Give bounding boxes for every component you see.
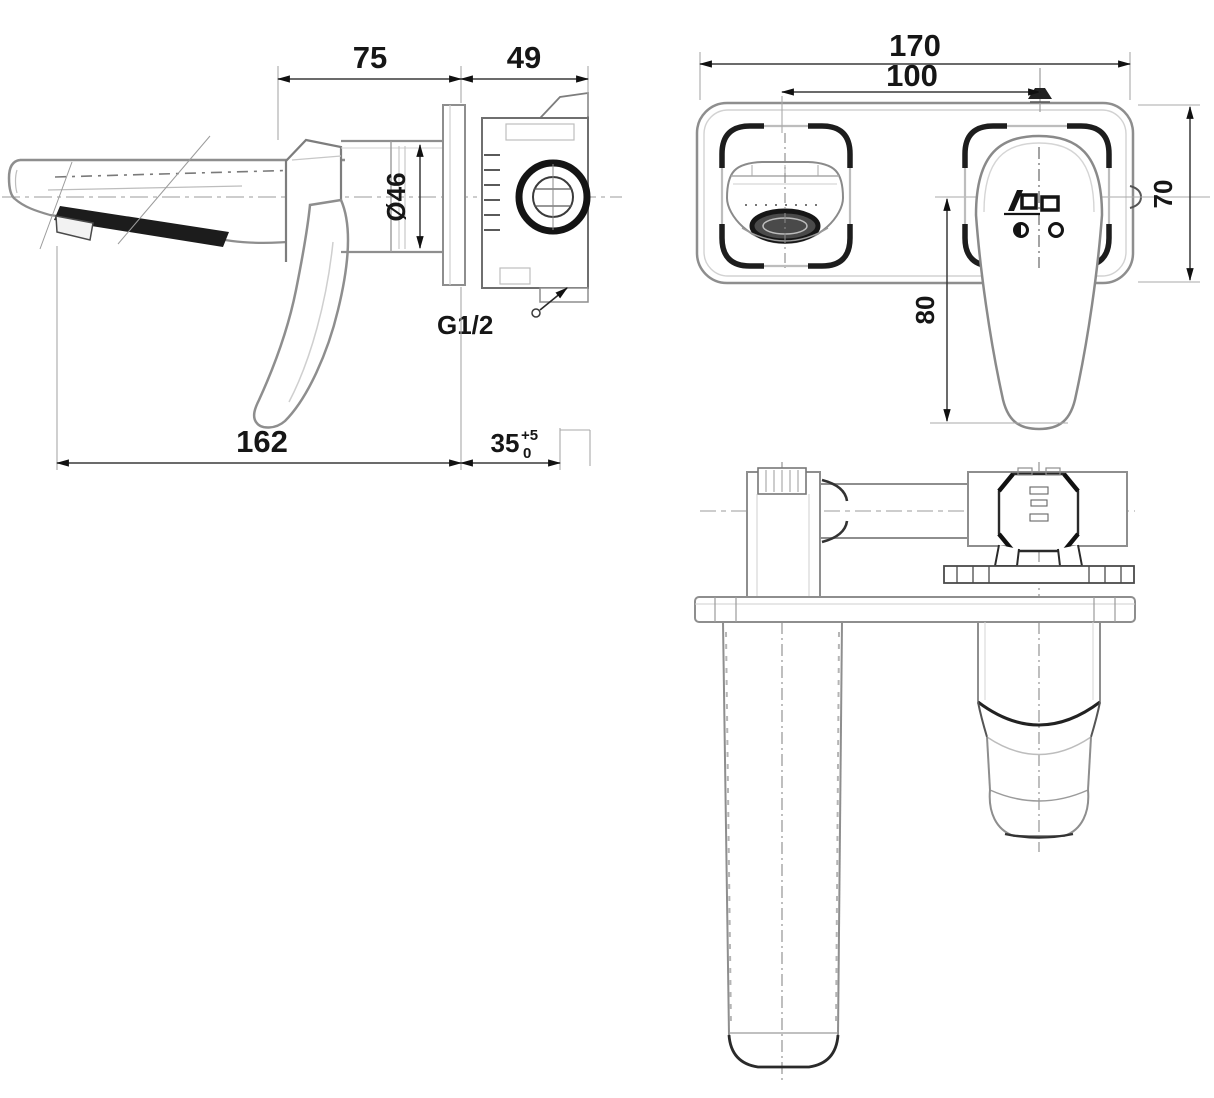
dim-trim-diameter: Ø46 xyxy=(381,143,424,250)
dim-75-label: 75 xyxy=(353,40,387,75)
dim-162-35: 162 35 +5 0 xyxy=(55,246,591,470)
dim-170-label: 170 xyxy=(889,28,941,63)
dim-trim-diameter-label: Ø46 xyxy=(381,172,411,221)
handle-front xyxy=(974,134,1104,431)
dim-80: 80 xyxy=(910,197,1068,424)
top-view xyxy=(694,462,1136,1080)
aerator-slot xyxy=(54,206,229,247)
hot-indicator-icon xyxy=(1013,222,1029,238)
brand-logo xyxy=(1004,190,1060,216)
dim-70-label: 70 xyxy=(1148,180,1178,209)
dim-75-49: 75 49 xyxy=(276,40,590,140)
wall-plate-top xyxy=(694,596,1136,623)
inwall-body-side xyxy=(481,91,591,303)
dim-35-tol-upper: +5 xyxy=(521,427,538,444)
dim-49-label: 49 xyxy=(507,40,541,75)
spout-block-top xyxy=(746,467,821,599)
thread-label: G1/2 xyxy=(437,310,493,340)
dim-35-label: 35 xyxy=(491,428,520,458)
mount-bracket xyxy=(943,565,1135,584)
side-view: Ø46 G1/2 75 49 162 35 xyxy=(2,40,622,470)
dim-80-label: 80 xyxy=(910,296,940,325)
cartridge-body-top xyxy=(943,467,1135,584)
handle-side xyxy=(252,198,350,429)
dim-70: 70 xyxy=(1138,104,1200,283)
handle-top xyxy=(977,622,1101,839)
dim-100: 100 xyxy=(780,58,1042,133)
spout-cutout xyxy=(719,123,853,269)
dim-162-label: 162 xyxy=(236,424,288,459)
body-tube-top xyxy=(820,478,968,544)
spout-top xyxy=(722,621,843,1069)
dim-thread: G1/2 xyxy=(437,287,568,340)
cold-indicator-icon xyxy=(1048,222,1064,238)
dim-35-tol-lower: 0 xyxy=(523,445,531,462)
mixer-body-side xyxy=(284,138,343,262)
trim-sleeve-side xyxy=(341,139,443,254)
wall-plate-side xyxy=(442,104,466,286)
dim-170: 170 xyxy=(698,28,1132,100)
dim-100-label: 100 xyxy=(886,58,938,93)
spout-front xyxy=(725,133,845,268)
front-view: 170 100 70 80 xyxy=(695,28,1210,431)
